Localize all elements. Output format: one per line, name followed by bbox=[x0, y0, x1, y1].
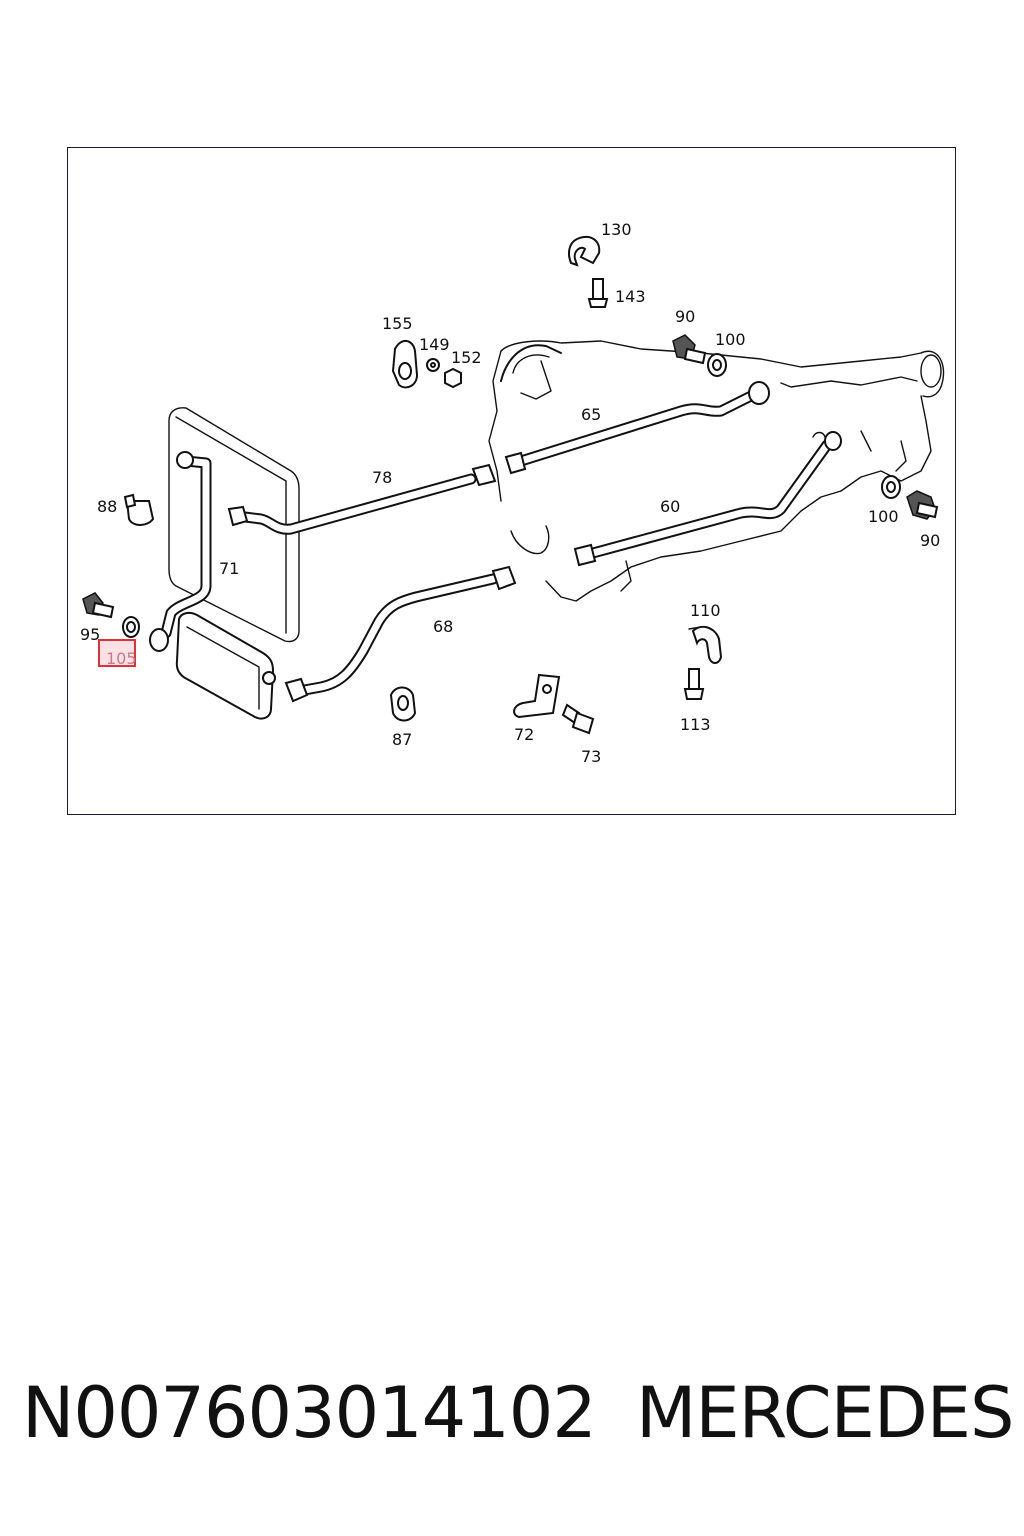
pipe-78 bbox=[227, 463, 497, 535]
callout-95[interactable]: 95 bbox=[80, 625, 100, 644]
clip-88 bbox=[123, 493, 155, 526]
bolt-95 bbox=[82, 592, 115, 619]
clip-130 bbox=[568, 235, 601, 267]
washer-105 bbox=[122, 616, 140, 638]
callout-100-right[interactable]: 100 bbox=[868, 507, 899, 526]
parts-diagram: 130 143 155 149 152 90 100 65 78 88 60 1… bbox=[80, 220, 945, 766]
bolt-90-right bbox=[906, 490, 939, 520]
callout-105[interactable]: 105 bbox=[106, 649, 137, 668]
callout-90-top[interactable]: 90 bbox=[675, 307, 695, 326]
callout-113[interactable]: 113 bbox=[680, 715, 711, 734]
callout-88[interactable]: 88 bbox=[97, 497, 117, 516]
callout-110[interactable]: 110 bbox=[690, 601, 721, 620]
hose-top bbox=[500, 344, 562, 400]
callout-152[interactable]: 152 bbox=[451, 348, 482, 367]
bolt-143 bbox=[587, 278, 609, 308]
bolt-90-top bbox=[672, 334, 707, 365]
nut-152 bbox=[444, 367, 462, 389]
brand-name: MERCEDES bbox=[636, 1372, 1014, 1454]
pipe-71 bbox=[149, 451, 212, 652]
callout-87[interactable]: 87 bbox=[392, 730, 412, 749]
callout-100-top[interactable]: 100 bbox=[715, 330, 746, 349]
washer-100-top bbox=[707, 353, 727, 377]
radiator-outline bbox=[168, 407, 300, 643]
callout-72[interactable]: 72 bbox=[514, 725, 534, 744]
callout-71[interactable]: 71 bbox=[219, 559, 239, 578]
callout-90-right[interactable]: 90 bbox=[920, 531, 940, 550]
callout-130[interactable]: 130 bbox=[601, 220, 632, 239]
pipe-68 bbox=[284, 565, 517, 703]
diagram-frame: 130 143 155 149 152 90 100 65 78 88 60 1… bbox=[67, 147, 956, 815]
bracket-72 bbox=[513, 673, 561, 719]
callout-65[interactable]: 65 bbox=[581, 405, 601, 424]
pipe-65 bbox=[504, 381, 770, 475]
callout-60[interactable]: 60 bbox=[660, 497, 680, 516]
callout-155[interactable]: 155 bbox=[382, 314, 413, 333]
clip-110 bbox=[688, 625, 723, 664]
pipe-60 bbox=[573, 431, 842, 567]
part-number: N007603014102 bbox=[22, 1372, 597, 1454]
washer-100-right bbox=[881, 475, 901, 499]
highlight-box-105[interactable] bbox=[98, 639, 136, 667]
callout-68[interactable]: 68 bbox=[433, 617, 453, 636]
callout-78[interactable]: 78 bbox=[372, 468, 392, 487]
washer-149 bbox=[426, 358, 440, 372]
grommet-87 bbox=[389, 686, 417, 722]
callout-149[interactable]: 149 bbox=[419, 335, 450, 354]
transmission-housing bbox=[488, 340, 945, 602]
oil-cooler bbox=[175, 611, 276, 720]
callout-143[interactable]: 143 bbox=[615, 287, 646, 306]
clip-155 bbox=[391, 340, 419, 389]
bolt-113 bbox=[683, 668, 705, 700]
bolt-73 bbox=[561, 703, 595, 735]
callout-73[interactable]: 73 bbox=[581, 747, 601, 766]
